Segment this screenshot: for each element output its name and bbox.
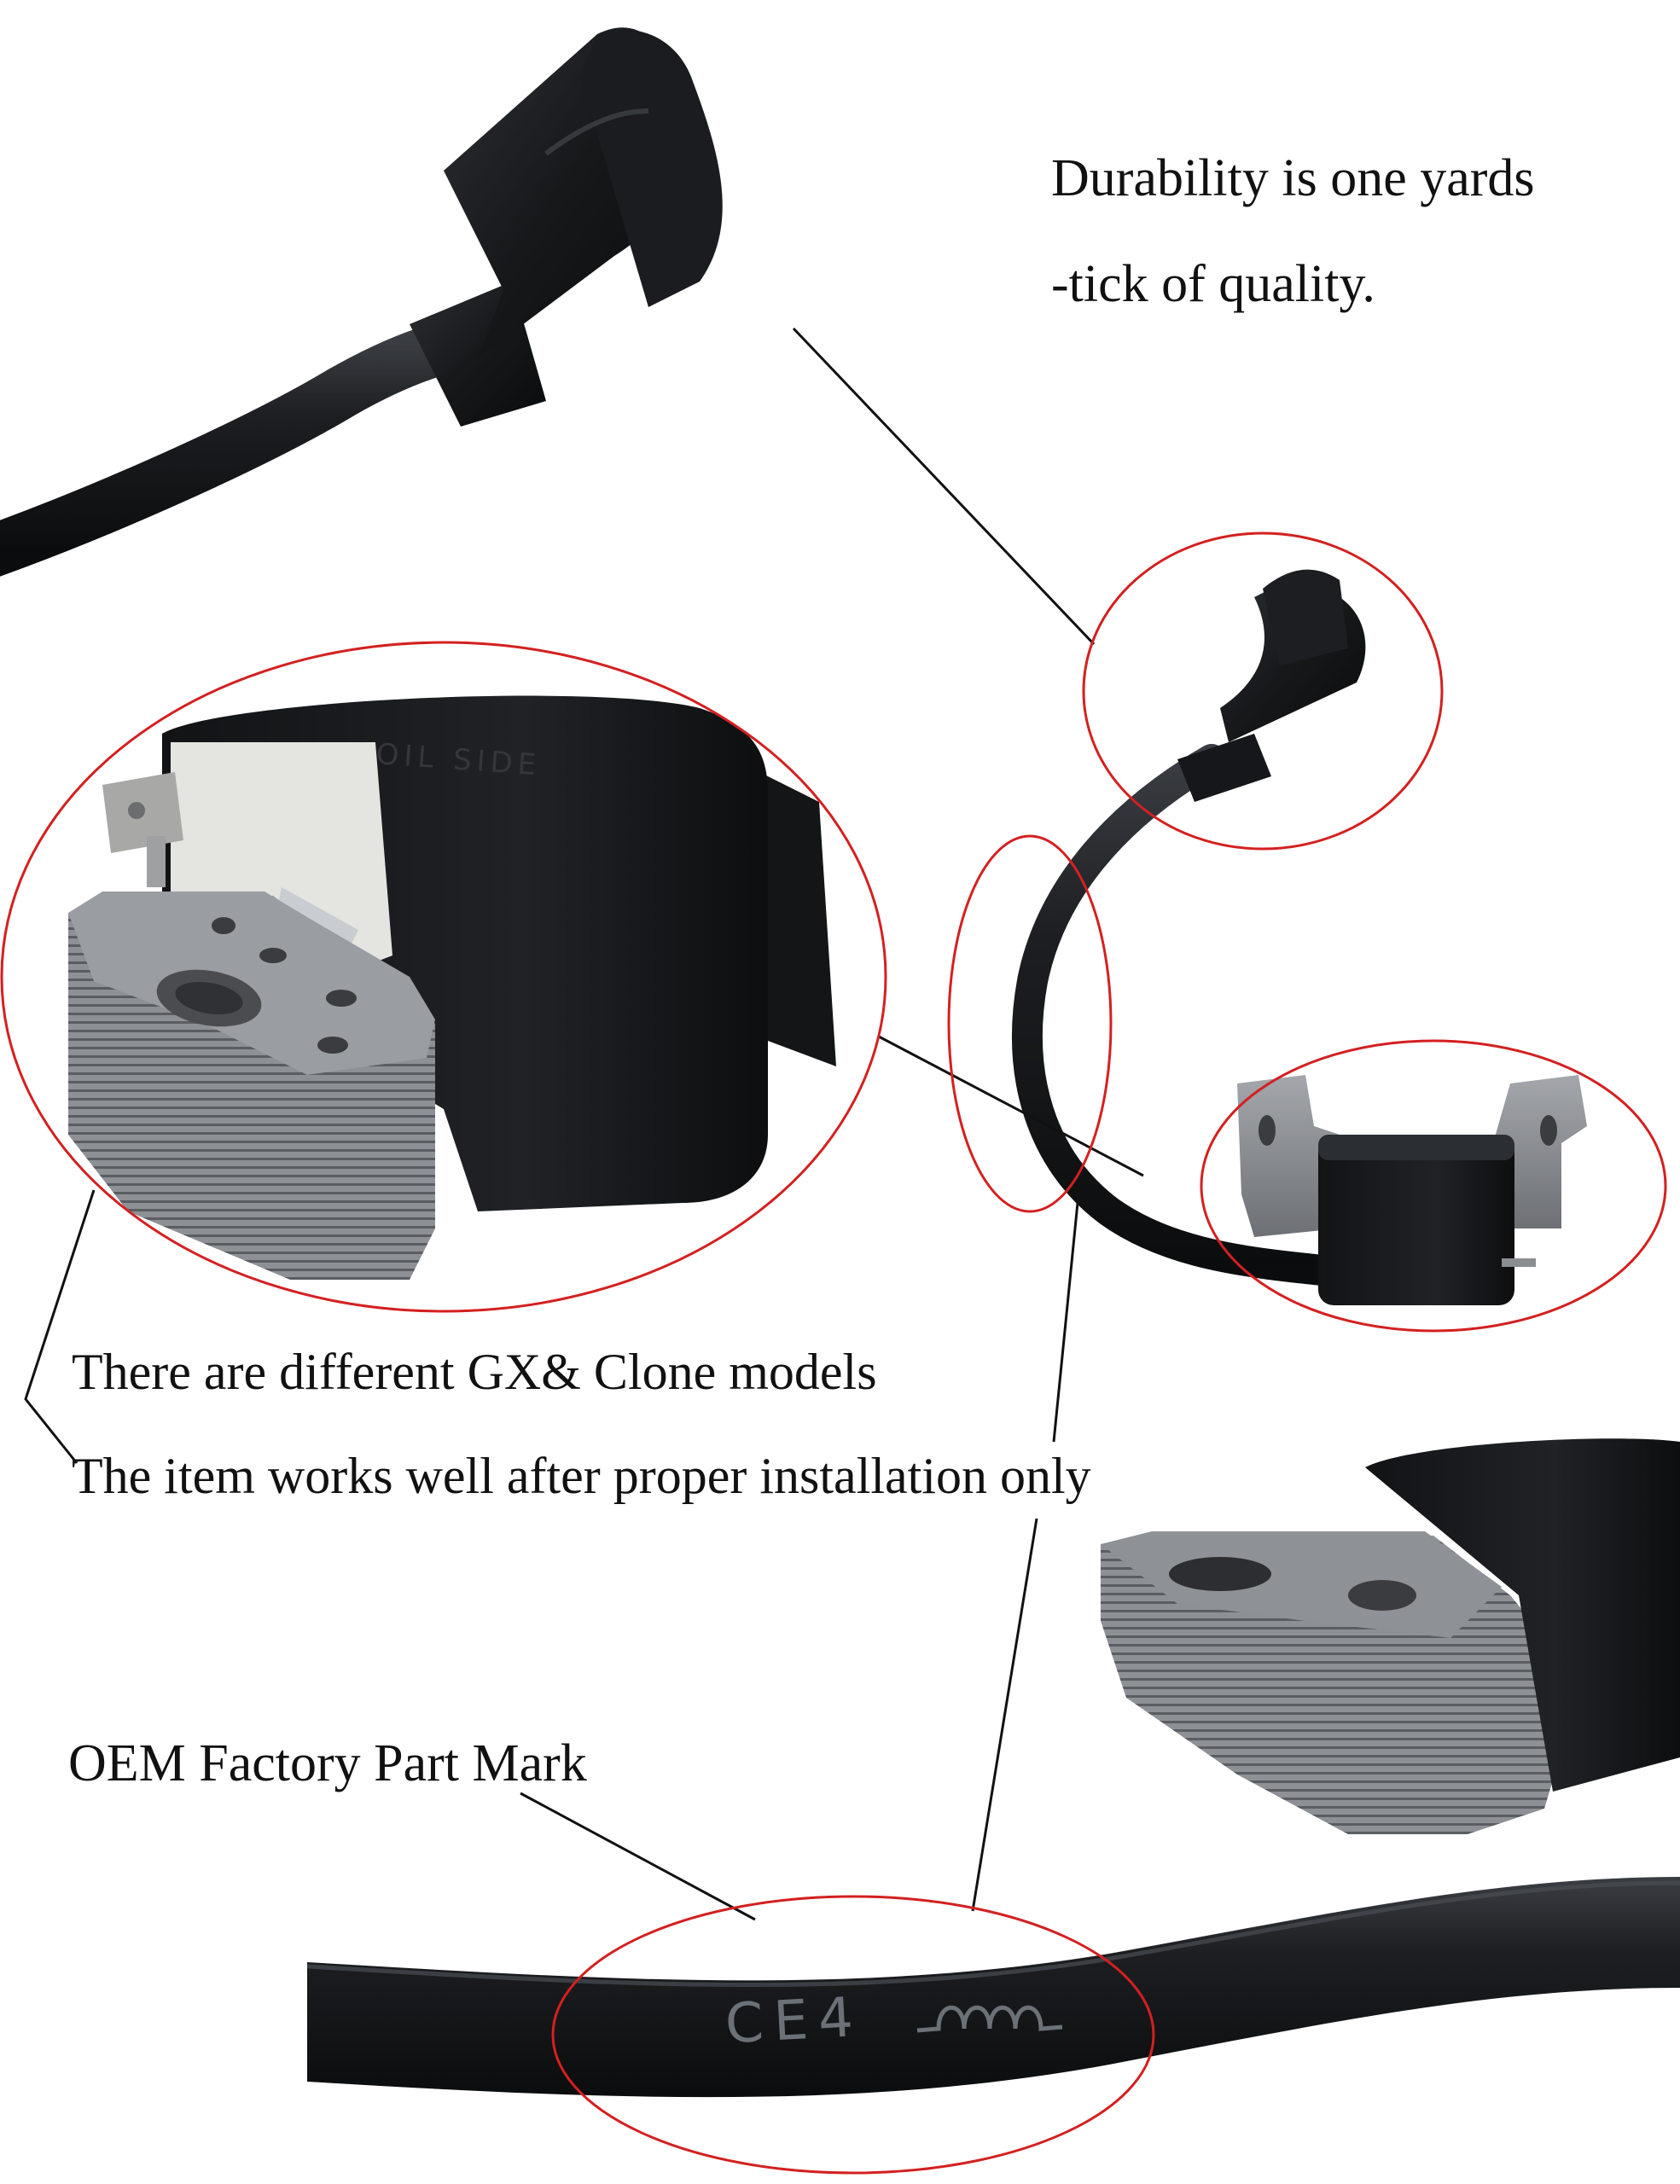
leader-install-cable bbox=[971, 1518, 1038, 1912]
callout-circle-coil-closeup bbox=[0, 641, 887, 1313]
leader-models bbox=[24, 1189, 96, 1464]
full-coil-product bbox=[1012, 569, 1587, 1305]
caption-durability-line1: Durability is one yards bbox=[1051, 149, 1535, 207]
callout-circle-cable-mark bbox=[551, 1895, 1155, 2175]
bottom-cable-closeup bbox=[306, 1438, 1680, 2098]
top-cable-closeup bbox=[0, 27, 723, 577]
caption-installation: The item works well after proper install… bbox=[72, 1448, 1091, 1504]
leader-durability bbox=[792, 327, 1096, 646]
caption-oem-mark: OEM Factory Part Mark bbox=[68, 1734, 587, 1792]
leader-lines bbox=[24, 327, 1144, 1921]
leader-oem bbox=[520, 1792, 756, 1921]
callout-circle-coil bbox=[1200, 1039, 1667, 1333]
callout-circle-boot bbox=[1082, 531, 1444, 851]
callout-circle-cable-bend bbox=[947, 834, 1113, 1213]
callout-circles bbox=[0, 531, 1667, 2175]
leader-cable-install bbox=[1052, 1185, 1081, 1443]
cable-marking-text: CE4 bbox=[724, 1985, 865, 2057]
caption-models: There are different GX& Clone models bbox=[72, 1344, 877, 1400]
coil-closeup: OIL SIDE bbox=[68, 695, 836, 1280]
leader-coil-body bbox=[878, 1035, 1144, 1177]
caption-durability-line2: -tick of quality. bbox=[1051, 255, 1375, 313]
